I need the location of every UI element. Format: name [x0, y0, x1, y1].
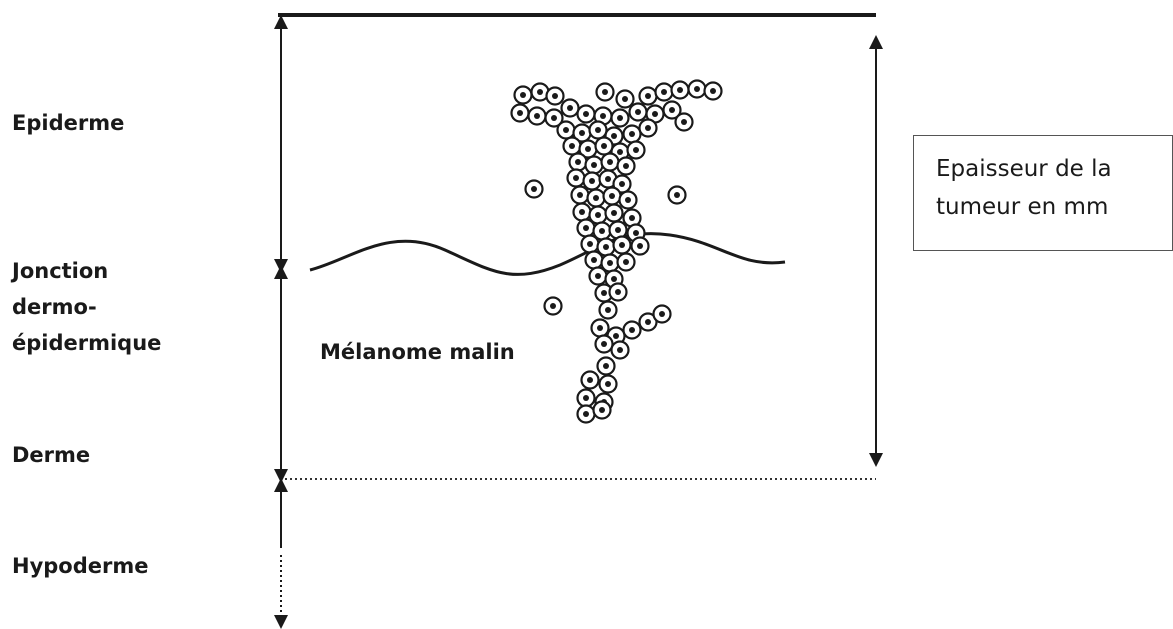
cell-nucleus	[619, 181, 625, 187]
cell-nucleus	[537, 89, 543, 95]
cell-nucleus	[645, 319, 651, 325]
cell-nucleus	[603, 363, 609, 369]
cell-nucleus	[531, 186, 537, 192]
label-jonction-line1: Jonction	[12, 253, 108, 289]
cell-nucleus	[534, 113, 540, 119]
cell-nucleus	[623, 163, 629, 169]
cell-nucleus	[602, 89, 608, 95]
cell-nucleus	[625, 197, 631, 203]
label-jonction-line3: épidermique	[12, 325, 161, 361]
junction-wave	[310, 234, 785, 275]
thickness-line1: Epaisseur de la	[936, 150, 1172, 188]
cell-nucleus	[579, 209, 585, 215]
cell-nucleus	[583, 111, 589, 117]
thickness-line2: tumeur en mm	[936, 188, 1172, 226]
tumor-label: Mélanome malin	[320, 340, 515, 364]
cell-nucleus	[552, 93, 558, 99]
cell-nucleus	[637, 243, 643, 249]
cell-nucleus	[629, 131, 635, 137]
cell-nucleus	[635, 109, 641, 115]
cell-nucleus	[575, 159, 581, 165]
cell-nucleus	[615, 289, 621, 295]
cell-nucleus	[601, 143, 607, 149]
cell-nucleus	[583, 411, 589, 417]
cell-nucleus	[583, 225, 589, 231]
cell-nucleus	[645, 93, 651, 99]
cell-nucleus	[595, 212, 601, 218]
cell-nucleus	[587, 377, 593, 383]
cell-nucleus	[599, 407, 605, 413]
cell-nucleus	[591, 257, 597, 263]
cell-nucleus	[694, 86, 700, 92]
cell-nucleus	[607, 260, 613, 266]
label-hypoderme: Hypoderme	[12, 548, 148, 584]
cell-nucleus	[593, 195, 599, 201]
cell-nucleus	[573, 175, 579, 181]
cell-nucleus	[579, 130, 585, 136]
cell-nucleus	[623, 259, 629, 265]
cell-nucleus	[681, 119, 687, 125]
cell-nucleus	[591, 162, 597, 168]
cell-nucleus	[600, 113, 606, 119]
cell-nucleus	[669, 107, 675, 113]
cell-nucleus	[710, 88, 716, 94]
cell-nucleus	[599, 228, 605, 234]
thickness-box: Epaisseur de la tumeur en mm	[913, 135, 1173, 251]
cell-nucleus	[569, 143, 575, 149]
cell-nucleus	[607, 159, 613, 165]
cell-nucleus	[677, 87, 683, 93]
cell-nucleus	[589, 178, 595, 184]
cell-nucleus	[601, 341, 607, 347]
cell-nucleus	[585, 146, 591, 152]
cell-nucleus	[617, 115, 623, 121]
cell-nucleus	[609, 193, 615, 199]
cell-nucleus	[611, 276, 617, 282]
cell-nucleus	[517, 110, 523, 116]
cell-nucleus	[613, 333, 619, 339]
label-epiderme: Epiderme	[12, 105, 124, 141]
cell-nucleus	[603, 244, 609, 250]
cell-nucleus	[611, 133, 617, 139]
cell-nucleus	[550, 303, 556, 309]
cell-nucleus	[629, 327, 635, 333]
cell-nucleus	[617, 149, 623, 155]
cell-nucleus	[674, 192, 680, 198]
cell-nucleus	[633, 230, 639, 236]
cell-nucleus	[567, 105, 573, 111]
cell-nucleus	[605, 381, 611, 387]
melanoma-cells	[512, 81, 722, 423]
label-jonction-line2: dermo-	[12, 289, 97, 325]
cell-nucleus	[595, 127, 601, 133]
cell-nucleus	[652, 111, 658, 117]
cell-nucleus	[622, 96, 628, 102]
label-derme: Derme	[12, 437, 90, 473]
cell-nucleus	[661, 89, 667, 95]
cell-nucleus	[619, 242, 625, 248]
cell-nucleus	[629, 215, 635, 221]
cell-nucleus	[551, 115, 557, 121]
cell-nucleus	[520, 92, 526, 98]
cell-nucleus	[617, 347, 623, 353]
cell-nucleus	[583, 395, 589, 401]
cell-nucleus	[645, 125, 651, 131]
cell-nucleus	[615, 227, 621, 233]
cell-nucleus	[601, 290, 607, 296]
cell-nucleus	[587, 241, 593, 247]
cell-nucleus	[577, 192, 583, 198]
cell-nucleus	[597, 325, 603, 331]
cell-nucleus	[633, 147, 639, 153]
cell-nucleus	[605, 307, 611, 313]
cell-nucleus	[595, 273, 601, 279]
cell-nucleus	[563, 127, 569, 133]
cell-nucleus	[611, 210, 617, 216]
cell-nucleus	[605, 176, 611, 182]
cell-nucleus	[659, 311, 665, 317]
